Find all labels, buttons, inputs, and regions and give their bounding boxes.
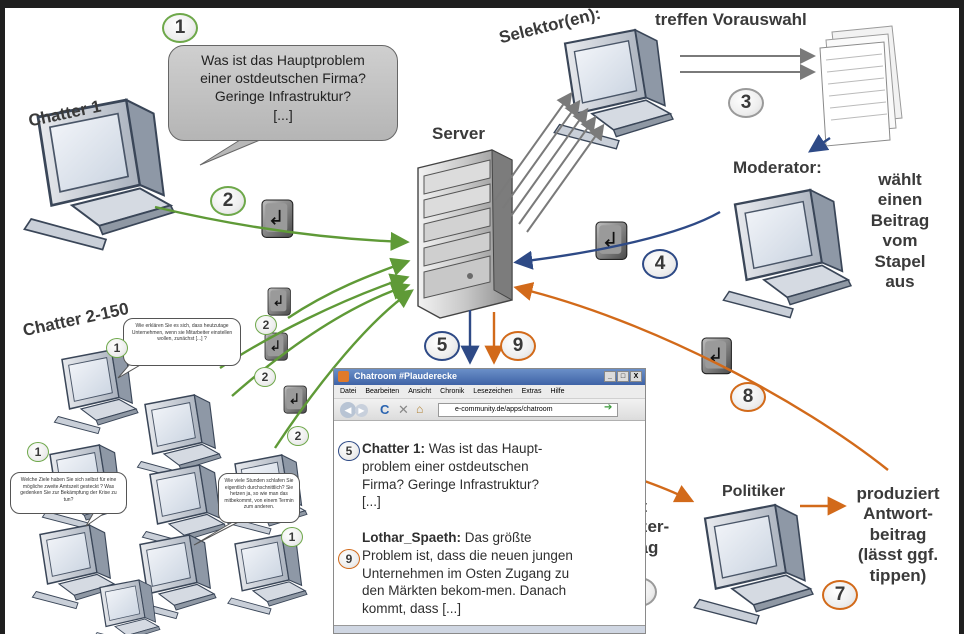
bubble-line: Geringe Infrastruktur? [214, 88, 352, 105]
step-badge-2: 2 [210, 186, 246, 216]
menu-chronik[interactable]: Chronik [440, 388, 465, 395]
enter-key-icon [595, 221, 628, 261]
go-arrow-icon[interactable]: ➔ [604, 402, 613, 413]
chat-post-chatter1: Chatter 1: Was ist das Haupt- problem ei… [362, 440, 642, 511]
top-border [0, 0, 964, 8]
bubble-tail [193, 515, 251, 546]
menu-bearbeiten[interactable]: Bearbeiten [365, 388, 400, 395]
browser-statusbar [334, 625, 645, 633]
maximize-button[interactable]: □ [617, 371, 629, 382]
post-step-badge-9: 9 [338, 549, 360, 569]
browser-menubar: Datei Bearbeiten Ansicht Chronik Lesezei… [334, 385, 645, 399]
server-tower-icon [417, 149, 513, 319]
reload-icon[interactable]: C [380, 402, 390, 417]
moderator-action-line: wählt [878, 170, 922, 189]
post-author: Lothar_Spaeth: [362, 530, 462, 545]
back-icon[interactable]: ◀ [340, 402, 356, 418]
moderator-action-line: vom [882, 231, 918, 251]
step-badge-2-small: 2 [255, 315, 277, 335]
question-speech-bubble: Was ist das Hauptproblem einer ostdeutsc… [168, 45, 398, 141]
step-badge-1: 1 [162, 13, 198, 43]
moderator-action-line: einen [877, 190, 923, 210]
step-badge-5: 5 [424, 331, 460, 361]
produces-line: (lässt ggf. [857, 545, 939, 565]
politician-label: Politiker [722, 483, 786, 500]
minimize-button[interactable]: _ [604, 371, 616, 382]
produces-line: produziert [856, 484, 940, 503]
step-badge-7: 7 [822, 580, 858, 610]
browser-title: Chatroom #Plauderecke [354, 371, 458, 381]
paper-stack-icon [819, 25, 903, 147]
step-badge-4: 4 [642, 249, 678, 279]
post-line: Unternehmen im Osten Zugang zu [362, 565, 570, 581]
selector-action-label: treffen Vorauswahl [655, 10, 807, 29]
step-badge-3: 3 [728, 88, 764, 118]
bubble-tail [117, 363, 143, 379]
post-line: Problem ist, dass die neuen jungen [362, 547, 573, 563]
bubble-line: Was ist das Hauptproblem [201, 52, 365, 68]
produces-answer-label: produziert Antwort- beitrag (lässt ggf. … [838, 484, 958, 586]
moderator-label: Moderator: [733, 158, 822, 177]
address-bar[interactable]: e-community.de/apps/chatroom [438, 403, 618, 417]
post-line: [...] [362, 494, 381, 510]
produces-line: tippen) [869, 565, 927, 585]
menu-datei[interactable]: Datei [340, 388, 357, 395]
home-icon[interactable]: ⌂ [416, 402, 424, 416]
bubble-line: [...] [273, 106, 293, 123]
chatroom-browser-window: Chatroom #Plauderecke _ □ X Datei Bearbe… [333, 368, 646, 634]
post-line: den Märkten bekom-men. Danach [362, 583, 567, 599]
browser-navbar: ◀ ▶ C ✕ ⌂ e-community.de/apps/chatroom ➔ [334, 399, 645, 421]
small-speech-bubble: Welche Ziele haben Sie sich selbst für e… [10, 472, 127, 514]
window-controls: _ □ X [604, 371, 642, 382]
post-text: Das größte [464, 530, 532, 545]
green-arrows [154, 205, 414, 449]
enter-key-icon [264, 332, 289, 361]
menu-hilfe[interactable]: Hilfe [550, 388, 565, 395]
menu-ansicht[interactable]: Ansicht [408, 388, 432, 395]
post-author: Chatter 1: [362, 441, 426, 456]
chat-post-politician: Lothar_Spaeth: Das größte Problem ist, d… [362, 529, 645, 618]
post-line: problem einer ostdeutschen [362, 458, 529, 474]
moderator-action-line: Stapel [874, 251, 926, 271]
step-badge-1-small: 1 [27, 442, 49, 462]
moderator-monitor-icon [722, 188, 853, 319]
left-border [0, 0, 5, 634]
bubble-tail [199, 139, 261, 166]
post-step-badge-5: 5 [338, 441, 360, 461]
post-line: kommt, dass [...] [362, 601, 462, 617]
step-badge-1-small: 1 [281, 527, 303, 547]
right-border [959, 0, 964, 634]
moderator-action-line: Beitrag [870, 210, 930, 230]
gray-selector-arrows [494, 48, 816, 233]
step-badge-2-small: 2 [254, 367, 276, 387]
close-button[interactable]: X [630, 371, 642, 382]
bubble-tail [85, 511, 107, 527]
small-speech-bubble: Wie erklären Sie es sich, dass heutzutag… [123, 318, 241, 366]
step-badge-8: 8 [730, 382, 766, 412]
browser-titlebar: Chatroom #Plauderecke _ □ X [334, 369, 645, 385]
post-line: Firma? Geringe Infrastruktur? [362, 476, 540, 492]
server-label: Server [432, 124, 485, 143]
produces-line: Antwort- [863, 504, 933, 524]
step-badge-2-small: 2 [287, 426, 309, 446]
browser-app-icon [338, 371, 349, 382]
step-badge-1-small: 1 [106, 338, 128, 358]
bubble-line: einer ostdeutschen Firma? [200, 70, 366, 87]
politician-monitor-icon [693, 503, 815, 625]
post-text: Was ist das Haupt- [428, 441, 543, 456]
stop-icon[interactable]: ✕ [398, 402, 409, 417]
enter-key-icon [267, 287, 292, 316]
forward-icon[interactable]: ▶ [355, 404, 368, 417]
menu-lesezeichen[interactable]: Lesezeichen [473, 388, 513, 395]
step-badge-9: 9 [500, 331, 536, 361]
produces-line: beitrag [869, 524, 927, 544]
menu-extras[interactable]: Extras [521, 388, 542, 395]
moderator-action-line: aus [885, 271, 915, 291]
small-speech-bubble: Wie viele Stunden schlafen Sie eigentlic… [218, 473, 300, 523]
blue-arrows [460, 134, 831, 365]
moderator-action-label: wählt einen Beitrag vom Stapel aus [860, 170, 940, 292]
